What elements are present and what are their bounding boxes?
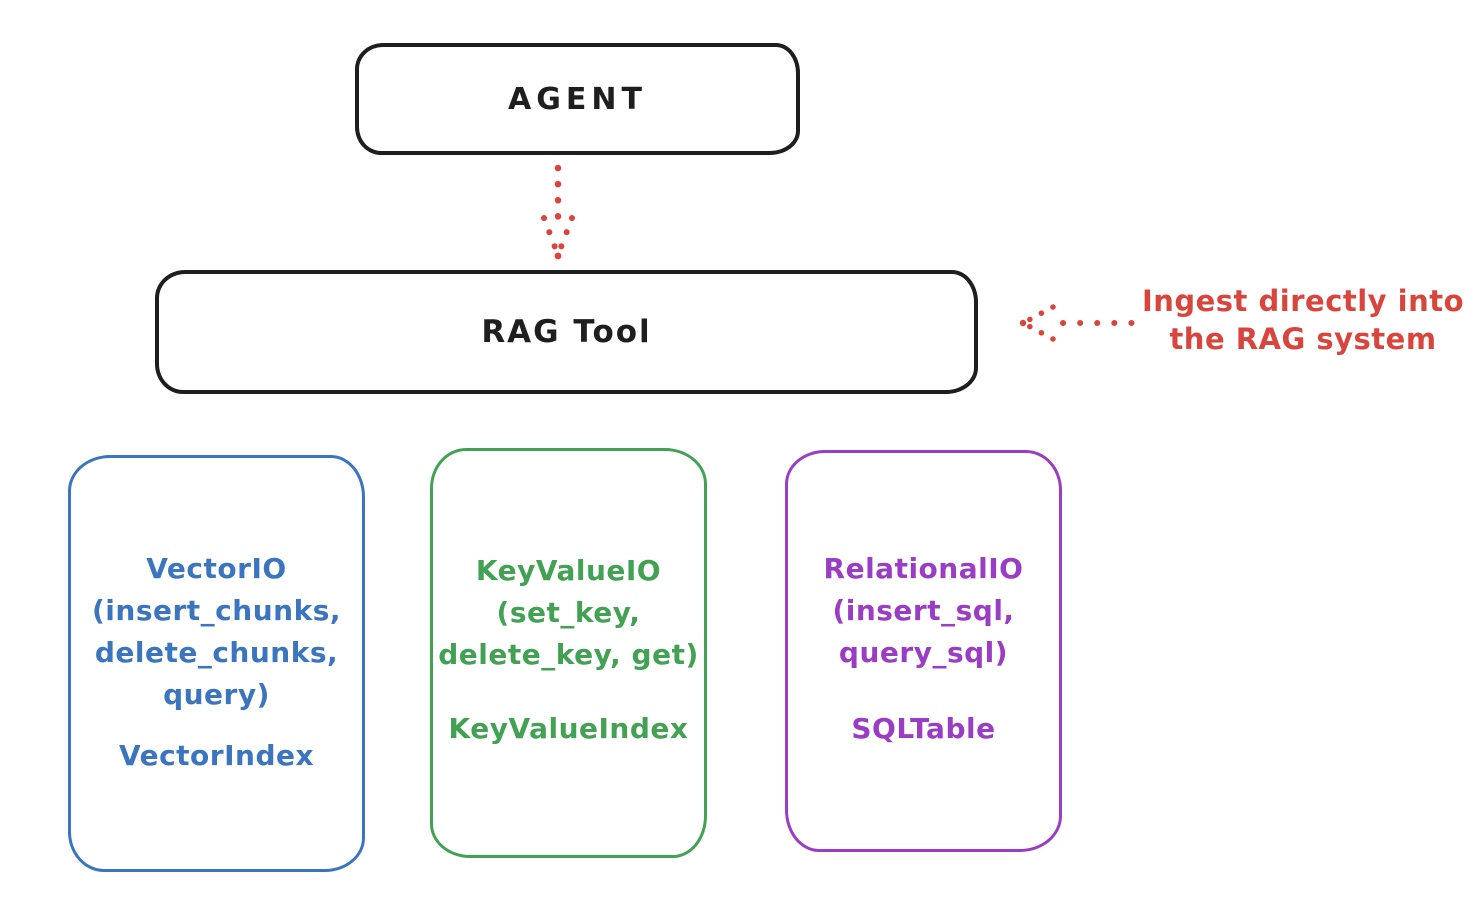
keyvalue-io-line: delete_key, get): [438, 638, 699, 671]
relational-io-methods: RelationalIO (insert_sql, query_sql): [788, 548, 1059, 674]
vector-io-box: VectorIO (insert_chunks, delete_chunks, …: [68, 455, 365, 872]
keyvalue-io-line: (set_key,: [496, 596, 641, 629]
relational-io-line: query_sql): [838, 636, 1009, 669]
ingest-annotation-line1: Ingest directly into: [1141, 284, 1465, 318]
relational-io-box: RelationalIO (insert_sql, query_sql) SQL…: [785, 450, 1062, 852]
keyvalue-io-methods: KeyValueIO (set_key, delete_key, get): [433, 550, 704, 676]
agent-label: AGENT: [508, 81, 647, 117]
relational-io-line: (insert_sql,: [832, 594, 1015, 627]
vector-io-line: query): [163, 678, 270, 711]
keyvalue-io-box: KeyValueIO (set_key, delete_key, get) Ke…: [430, 448, 707, 858]
ingest-annotation: Ingest directly into the RAG system: [1130, 282, 1476, 358]
sql-table-label: SQLTable: [851, 712, 996, 745]
keyvalue-index-label: KeyValueIndex: [448, 712, 689, 745]
vector-io-line: (insert_chunks,: [92, 594, 341, 627]
down-arrow-icon: [541, 164, 575, 260]
left-arrow-icon: [1019, 304, 1138, 342]
agent-box: AGENT: [355, 43, 800, 155]
keyvalue-io-line: KeyValueIO: [475, 554, 662, 587]
vector-io-line: VectorIO: [146, 552, 287, 585]
rag-tool-label: RAG Tool: [481, 314, 652, 350]
vector-index-label: VectorIndex: [118, 739, 315, 772]
vector-io-line: delete_chunks,: [94, 636, 339, 669]
rag-tool-box: RAG Tool: [155, 270, 978, 394]
ingest-annotation-line2: the RAG system: [1169, 322, 1437, 356]
relational-io-line: RelationalIO: [823, 552, 1024, 585]
vector-io-methods: VectorIO (insert_chunks, delete_chunks, …: [71, 548, 362, 716]
